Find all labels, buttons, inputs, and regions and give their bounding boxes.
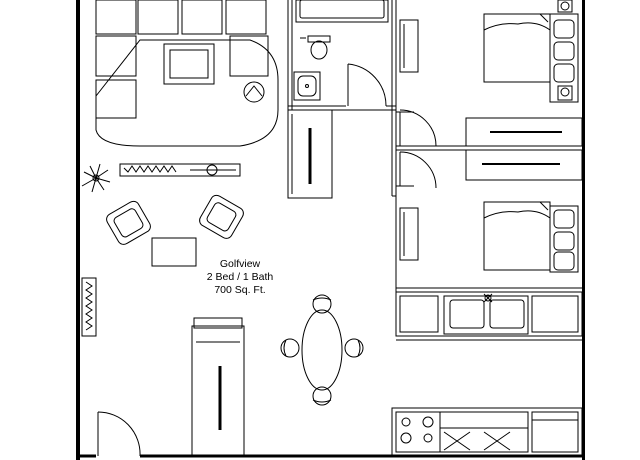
coffee-table — [152, 238, 196, 266]
plan-name: Golfview — [219, 258, 261, 270]
doors — [98, 64, 436, 456]
wall-shelf — [82, 278, 96, 336]
sectional-sofa — [96, 0, 278, 146]
exterior-walls — [76, 0, 585, 460]
plan-label: Golfview 2 Bed / 1 Bath 700 Sq. Ft. — [190, 258, 290, 297]
interior-walls — [288, 0, 582, 292]
bedroom-1-furniture — [400, 0, 578, 102]
entry-closet — [192, 318, 244, 456]
plant-icon — [82, 164, 110, 192]
plan-area: 700 Sq. Ft. — [214, 284, 266, 296]
plan-layout: 2 Bed / 1 Bath — [206, 271, 274, 283]
kitchen-counters — [392, 292, 582, 456]
bathroom-fixtures — [294, 0, 388, 100]
bedroom-2-furniture — [400, 202, 578, 272]
armchairs — [104, 193, 245, 246]
media-console — [120, 164, 240, 176]
dining-set — [281, 295, 363, 405]
